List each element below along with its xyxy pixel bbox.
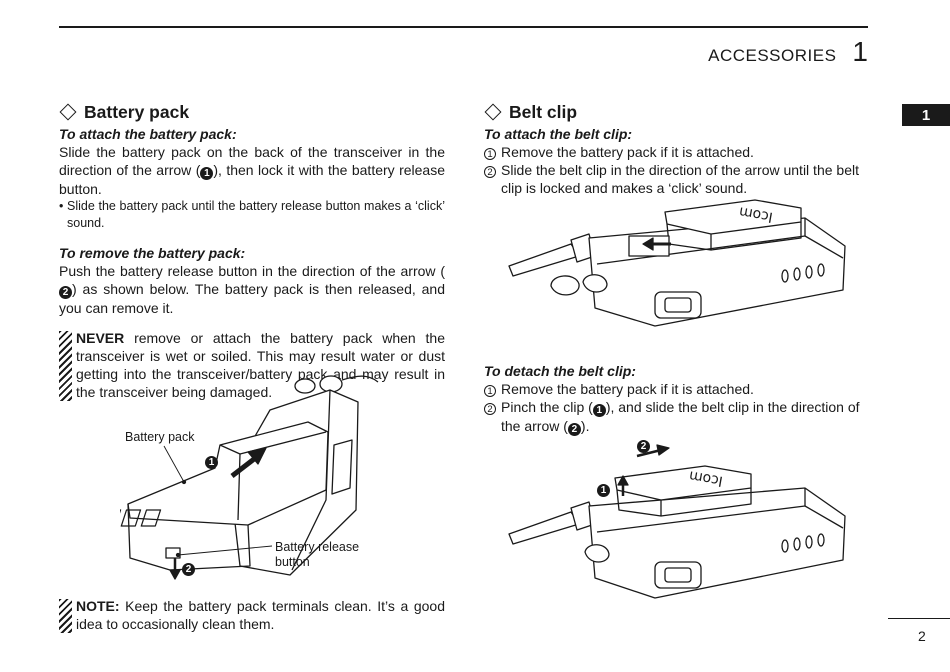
circled-number: 1 <box>484 148 496 160</box>
belt-clip-section: Belt clip To attach the belt clip: 1 Rem… <box>484 101 872 197</box>
detach-step: 2 Pinch the clip (1), and slide the belt… <box>484 398 872 436</box>
battery-pack-figure: Battery pack Battery release button 1 2 <box>120 370 390 585</box>
detach-step: 1 Remove the battery pack if it is attac… <box>484 380 872 398</box>
arrow-marker-2: 2 <box>182 563 195 576</box>
diamond-icon <box>59 103 77 121</box>
battery-pack-section: Battery pack To attach the battery pack:… <box>59 101 445 401</box>
section-title: ACCESSORIES <box>708 46 837 65</box>
note-lead: NOTE: <box>76 598 120 614</box>
arrow-marker-1: 1 <box>597 484 610 497</box>
page-number: 2 <box>918 628 926 644</box>
battery-pack-title: Battery pack <box>59 101 445 123</box>
circled-number-1: 1 <box>200 167 214 180</box>
maintenance-note: NOTE: Keep the battery pack terminals cl… <box>59 597 445 633</box>
attach-step: 1 Remove the battery pack if it is attac… <box>484 143 872 161</box>
caution-hatch-icon <box>59 331 72 401</box>
detach-clip-heading: To detach the belt clip: <box>484 363 636 379</box>
belt-clip-title: Belt clip <box>484 101 872 123</box>
circled-number: 2 <box>484 166 496 178</box>
arrow-marker-1: 1 <box>205 456 218 469</box>
detach-clip-section: To detach the belt clip: 1 Remove the ba… <box>484 362 872 436</box>
note-hatch-icon <box>59 599 72 633</box>
circled-number-2: 2 <box>59 286 72 299</box>
circled-number: 2 <box>484 403 496 415</box>
remove-battery-heading: To remove the battery pack: <box>59 245 246 261</box>
circled-number: 1 <box>484 385 496 397</box>
belt-clip-attach-figure: Icom <box>505 198 850 338</box>
note-text: Keep the battery pack terminals clean. I… <box>76 598 445 632</box>
circled-number-1: 1 <box>592 404 606 417</box>
belt-clip-detach-figure: Icom 1 2 <box>505 438 850 608</box>
chapter-tab: 1 <box>902 104 950 126</box>
warning-note: NEVER remove or attach the battery pack … <box>59 329 445 401</box>
attach-step: 2 Slide the belt clip in the direction o… <box>484 161 872 197</box>
footer-rule <box>888 618 950 619</box>
page-header: ACCESSORIES 1 <box>708 36 868 68</box>
battery-pack-label: Battery pack <box>125 430 195 444</box>
arrow-marker-2: 2 <box>637 440 650 453</box>
section-number: 1 <box>852 36 868 67</box>
warning-lead: NEVER <box>76 330 125 346</box>
diamond-icon <box>484 103 502 121</box>
attach-battery-text: Slide the battery pack on the back of th… <box>59 144 445 197</box>
brand-logo: Icom <box>738 203 774 225</box>
attach-battery-heading: To attach the battery pack: <box>59 126 237 142</box>
battery-release-label: Battery release button <box>275 540 360 569</box>
circled-number-2: 2 <box>567 423 581 436</box>
remove-battery-text: Push the battery release button in the d… <box>59 263 445 316</box>
attach-battery-bullet: • Slide the battery pack until the batte… <box>59 199 445 230</box>
attach-clip-heading: To attach the belt clip: <box>484 126 633 142</box>
brand-logo: Icom <box>688 467 724 489</box>
warning-text: remove or attach the battery pack when t… <box>76 330 445 400</box>
top-rule <box>59 26 868 28</box>
